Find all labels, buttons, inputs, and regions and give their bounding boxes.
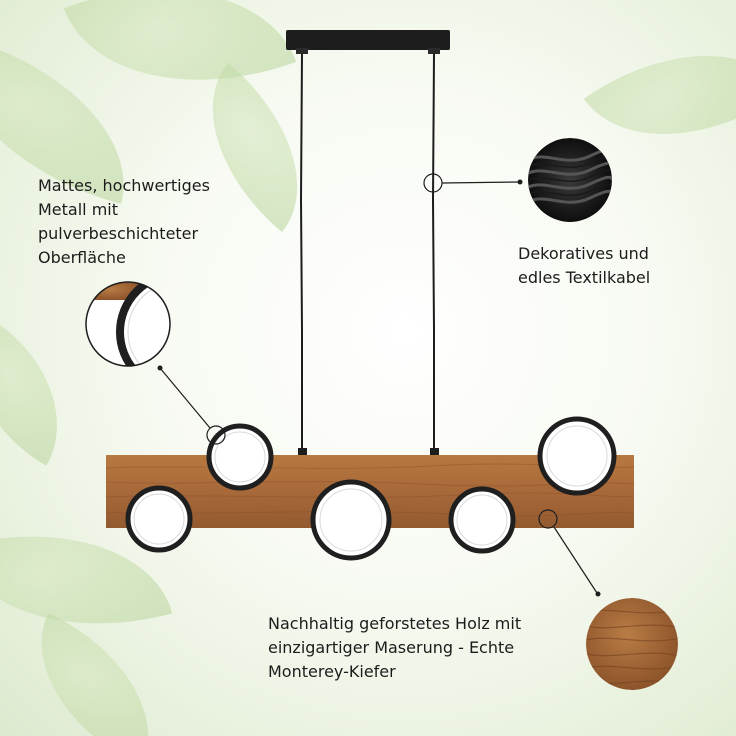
wood-grain-detail bbox=[586, 598, 678, 690]
caption-line: pulverbeschichteter bbox=[38, 224, 199, 243]
metal-ring-detail bbox=[86, 282, 170, 366]
cable-caption: Dekoratives und edles Textilkabel bbox=[518, 242, 650, 290]
suspension-cables bbox=[299, 53, 435, 452]
caption-line: Oberfläche bbox=[38, 248, 126, 267]
cable-mount-right bbox=[430, 448, 439, 457]
caption-line: Mattes, hochwertiges bbox=[38, 176, 210, 195]
caption-line: Nachhaltig geforstetes Holz mit bbox=[268, 614, 522, 633]
caption-line: einzigartiger Maserung - Echte bbox=[268, 638, 515, 657]
caption-line: Dekoratives und bbox=[518, 244, 649, 263]
caption-line: Monterey-Kiefer bbox=[268, 662, 396, 681]
metal-callout bbox=[85, 281, 226, 445]
ceiling-canopy bbox=[286, 30, 450, 54]
metal-caption: Mattes, hochwertiges Metall mit pulverbe… bbox=[38, 174, 210, 270]
caption-line: Metall mit bbox=[38, 200, 119, 219]
light-ring bbox=[448, 486, 516, 554]
wood-callout bbox=[538, 509, 678, 690]
cable-mount-left bbox=[298, 448, 307, 457]
light-ring bbox=[206, 423, 274, 491]
textile-cable-detail bbox=[528, 138, 612, 222]
light-ring bbox=[537, 416, 617, 496]
light-ring bbox=[125, 485, 193, 553]
cable-callout bbox=[423, 138, 612, 222]
caption-line: edles Textilkabel bbox=[518, 268, 651, 287]
wood-caption: Nachhaltig geforstetes Holz mit einzigar… bbox=[268, 612, 521, 684]
light-ring bbox=[310, 479, 392, 561]
